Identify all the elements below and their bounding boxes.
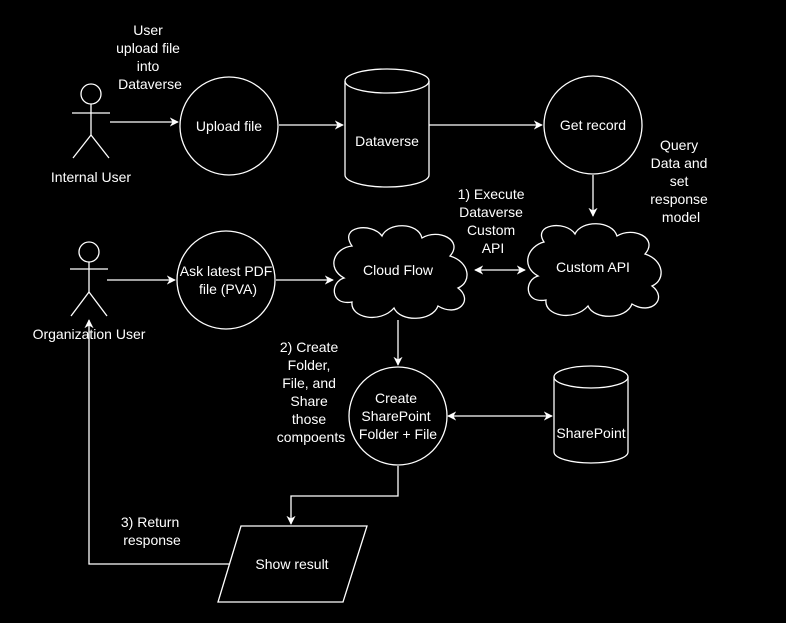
ask-pdf-line: Ask latest PDF (180, 263, 273, 279)
annotation-line: File, and (282, 375, 336, 391)
dataverse-node (344, 68, 430, 188)
edge-create-sharepoint-to-show-result (286, 466, 399, 525)
create-sharepoint-label: Create SharePoint Folder + File (359, 390, 437, 442)
annotation-line: response (650, 191, 708, 207)
sharepoint-label: SharePoint (556, 425, 625, 441)
organization-user-actor (70, 241, 108, 317)
annotation-line: Dataverse (459, 204, 523, 220)
annotation-line: User (133, 22, 163, 38)
create-sharepoint-line: Folder + File (359, 426, 437, 442)
annotation-line: 3) Return (121, 514, 179, 530)
annotation-line: into (137, 58, 160, 74)
internal-user-label: Internal User (51, 169, 131, 185)
annotation-user-upload: User upload file into Dataverse (116, 22, 184, 92)
annotation-line: model (662, 209, 700, 225)
annotation-line: Data and (651, 155, 708, 171)
annotation-line: Dataverse (118, 76, 182, 92)
annotation-line: Query (660, 137, 698, 153)
annotation-line: compoents (277, 429, 345, 445)
create-sharepoint-line: SharePoint (361, 408, 430, 424)
annotation-line: response (123, 532, 181, 548)
edge-show-result-to-org-user (84, 319, 230, 565)
annotation-line: Share (290, 393, 328, 409)
cloud-flow-node (333, 225, 468, 319)
dataverse-label: Dataverse (355, 133, 419, 149)
ask-pdf-line: file (PVA) (199, 281, 257, 297)
cloud-flow-label: Cloud Flow (363, 262, 434, 278)
get-record-node (543, 75, 643, 175)
custom-api-node (527, 223, 662, 317)
annotation-line: 1) Execute (458, 186, 525, 202)
internal-user-actor (72, 83, 110, 159)
create-sharepoint-node (348, 366, 448, 466)
annotation-line: Folder, (288, 357, 331, 373)
annotation-query-data: Query Data and set response model (650, 137, 711, 225)
show-result-label: Show result (255, 556, 328, 572)
annotation-execute-api: 1) Execute Dataverse Custom API (458, 186, 529, 256)
create-sharepoint-line: Create (375, 390, 417, 406)
upload-file-label: Upload file (196, 118, 262, 134)
sharepoint-node (553, 365, 629, 464)
ask-pdf-label: Ask latest PDF file (PVA) (180, 263, 276, 297)
annotation-create-folder: 2) Create Folder, File, and Share those … (277, 339, 345, 445)
annotation-line: API (482, 240, 505, 256)
annotation-line: those (292, 411, 326, 427)
annotation-line: Custom (467, 222, 515, 238)
annotation-line: set (670, 173, 689, 189)
ask-pdf-node (176, 230, 276, 330)
get-record-label: Get record (560, 117, 626, 133)
annotation-line: upload file (116, 40, 180, 56)
custom-api-label: Custom API (556, 259, 630, 275)
upload-file-node (179, 76, 279, 176)
annotation-return-response: 3) Return response (121, 514, 183, 548)
show-result-node (217, 525, 368, 603)
annotation-line: 2) Create (280, 339, 339, 355)
